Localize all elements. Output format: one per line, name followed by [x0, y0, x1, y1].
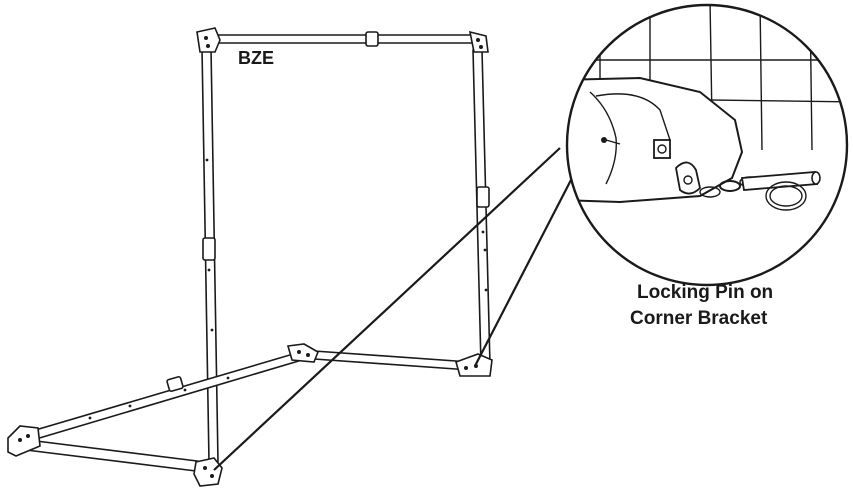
frame-label: BZE	[238, 48, 274, 68]
callout-lines	[213, 147, 573, 471]
callout-caption-line1: Locking Pin on	[637, 282, 773, 303]
right-upright	[472, 49, 491, 366]
corner-bracket-rear-left	[286, 343, 320, 363]
corner-bracket-top-right	[468, 30, 489, 53]
corner-bracket-front-left	[7, 425, 41, 457]
top-crossbar	[207, 31, 479, 47]
corner-bracket-bottom-right	[455, 353, 493, 377]
corner-bracket-front-right	[193, 457, 223, 487]
locking-pin-detail	[565, 3, 849, 287]
callout-caption-line2: Corner Bracket	[630, 308, 768, 329]
front-base-bar	[25, 439, 206, 473]
left-upright	[201, 47, 219, 463]
locking-pin	[740, 171, 821, 211]
goal-frame	[7, 27, 493, 487]
corner-bracket-top-left	[196, 27, 221, 53]
